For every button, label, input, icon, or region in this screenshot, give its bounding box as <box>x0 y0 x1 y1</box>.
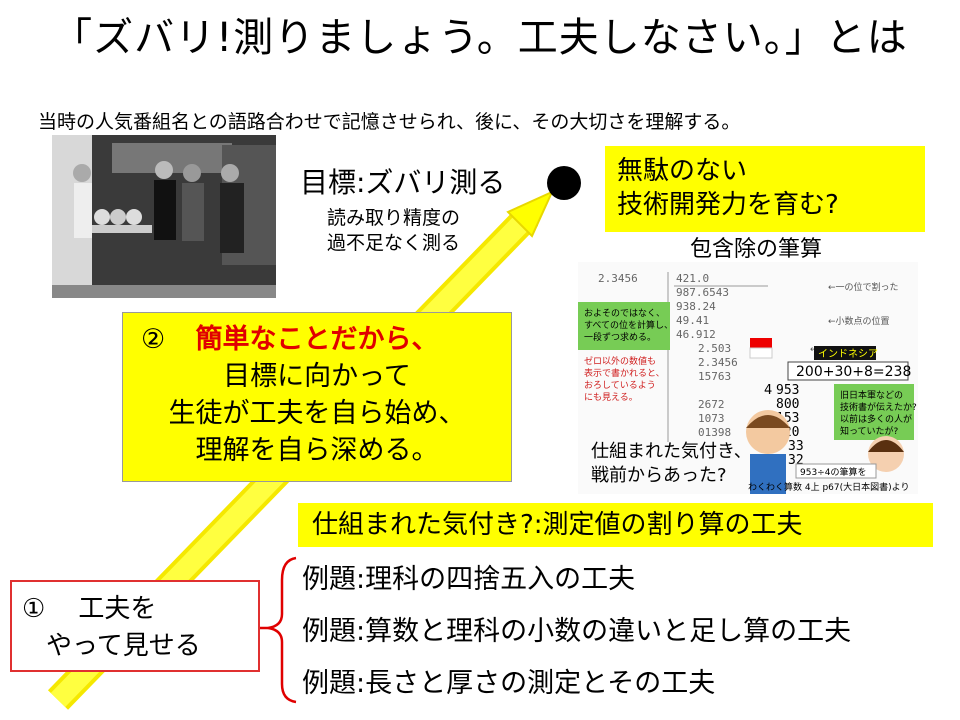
svg-text:953: 953 <box>776 383 799 398</box>
svg-text:知っていたが?: 知っていたが? <box>840 425 899 437</box>
svg-text:技術書が伝えたか?: 技術書が伝えたか? <box>840 401 917 413</box>
figure-caption: 仕組まれた気付き、 戦前からあった? <box>591 441 752 486</box>
svg-text:2.3456: 2.3456 <box>598 272 638 285</box>
svg-text:およそのではなく、: およそのではなく、 <box>584 308 665 319</box>
svg-text:にも見える。: にも見える。 <box>584 392 638 403</box>
page-subtitle: 当時の人気番組名との語路合わせで記憶させられ、後に、その大切さを理解する。 <box>38 111 741 133</box>
example-item: 例題:理科の四捨五入の工夫 <box>302 564 636 595</box>
division-figure: 2.3456 421.0 987.6543 938.24 49.41 46.91… <box>578 232 918 494</box>
svg-text:←小数点の位置: ←小数点の位置 <box>828 315 890 327</box>
question-box: 無駄のない 技術開発力を育む? <box>605 146 925 232</box>
goal-description: 読み取り精度の 過不足なく測る <box>327 207 461 254</box>
step2-line1: 簡単なことだから、 <box>195 324 439 355</box>
page-title: 「ズバリ!測りましょう。工夫しなさい。」とは <box>52 15 908 61</box>
step2-line2: 目標に向かって <box>223 361 411 392</box>
step2-box: ② 簡単なことだから、 目標に向かって 生徒が工夫を自ら始め、 理解を自ら深める… <box>122 312 512 482</box>
goal-dot <box>547 166 581 200</box>
example-item: 例題:算数と理科の小数の違いと足し算の工夫 <box>302 616 852 647</box>
step1-line2: やって見せる <box>46 631 201 661</box>
step1-line1: ① 工夫を <box>22 594 157 624</box>
svg-text:2.3456: 2.3456 <box>698 356 738 369</box>
step1-box: ① 工夫を やって見せる <box>10 580 260 672</box>
step2-number: ② <box>141 324 166 355</box>
trick-box: 仕組まれた気付き?:測定値の割り算の工夫 <box>298 503 933 547</box>
svg-text:表示で書かれると、: 表示で書かれると、 <box>584 367 665 379</box>
svg-text:938.24: 938.24 <box>676 300 716 313</box>
svg-text:33: 33 <box>788 439 804 454</box>
example-item: 例題:長さと厚さの測定とその工夫 <box>302 668 716 699</box>
svg-text:一段ずつ求める。: 一段ずつ求める。 <box>584 331 656 343</box>
svg-text:以前は多くの人が: 以前は多くの人が <box>840 413 912 425</box>
svg-text:200+30+8=238: 200+30+8=238 <box>796 364 911 380</box>
svg-text:インドネシア: インドネシア <box>818 348 878 360</box>
step2-line4: 理解を自ら深める。 <box>195 435 439 466</box>
step2-line3: 生徒が工夫を自ら始め、 <box>168 398 466 429</box>
examples-bracket <box>267 556 297 704</box>
svg-text:2672: 2672 <box>698 398 725 411</box>
svg-text:49.41: 49.41 <box>676 314 709 327</box>
svg-text:わくわく算数 4上 p67(大日本図書)より: わくわく算数 4上 p67(大日本図書)より <box>748 481 909 493</box>
svg-text:1073: 1073 <box>698 412 725 425</box>
svg-text:421.0: 421.0 <box>676 272 709 285</box>
svg-text:953÷4の筆算を: 953÷4の筆算を <box>800 466 866 478</box>
svg-text:15763: 15763 <box>698 370 731 383</box>
goal-label: 目標:ズバリ測る <box>300 166 506 199</box>
svg-text:旧日本軍などの: 旧日本軍などの <box>840 389 903 401</box>
figure-title: 包含除の筆算 <box>690 237 823 262</box>
svg-text:4: 4 <box>764 383 772 398</box>
tv-show-photo <box>52 135 276 298</box>
svg-text:01398: 01398 <box>698 426 731 439</box>
svg-text:すべての位を計算し、: すべての位を計算し、 <box>584 319 673 331</box>
svg-text:2.503: 2.503 <box>698 342 731 355</box>
svg-text:おろしているよう: おろしているよう <box>584 380 656 391</box>
svg-text:←一の位で割った: ←一の位で割った <box>828 281 899 293</box>
svg-text:46.912: 46.912 <box>676 328 716 341</box>
svg-text:987.6543: 987.6543 <box>676 286 729 299</box>
svg-text:ゼロ以外の数値も: ゼロ以外の数値も <box>584 355 656 367</box>
svg-text:800: 800 <box>776 397 799 412</box>
